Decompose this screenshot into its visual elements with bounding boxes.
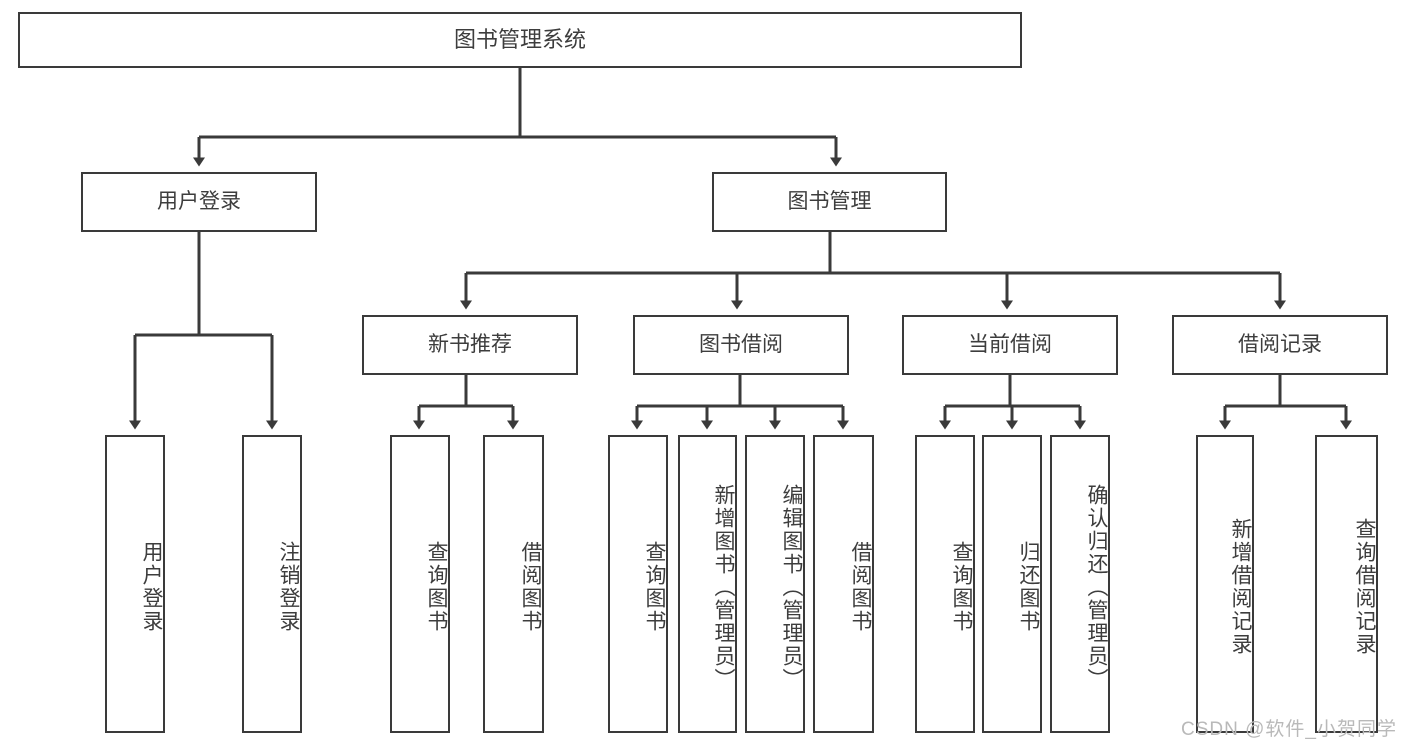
leaf-borrow-book-recommend[interactable]: 借阅图书: [483, 435, 544, 733]
leaf-borrow-book[interactable]: 借阅图书: [813, 435, 874, 733]
leaf-edit-book-admin[interactable]: 编辑图书（管理员）: [745, 435, 805, 733]
leaf-add-book-admin[interactable]: 新增图书（管理员）: [678, 435, 737, 733]
leaf-confirm-return-admin[interactable]: 确认归还（管理员）: [1050, 435, 1110, 733]
leaf-query-book-current[interactable]: 查询图书: [915, 435, 975, 733]
leaf-query-book-recommend[interactable]: 查询图书: [390, 435, 450, 733]
leaf-return-book[interactable]: 归还图书: [982, 435, 1042, 733]
leaf-query-borrow-record[interactable]: 查询借阅记录: [1315, 435, 1378, 733]
node-book-manage[interactable]: 图书管理: [712, 172, 947, 232]
node-root[interactable]: 图书管理系统: [18, 12, 1022, 68]
leaf-logout[interactable]: 注销登录: [242, 435, 302, 733]
leaf-query-book-borrow[interactable]: 查询图书: [608, 435, 668, 733]
node-current-borrow[interactable]: 当前借阅: [902, 315, 1118, 375]
node-new-book-recommend[interactable]: 新书推荐: [362, 315, 578, 375]
node-borrow-record[interactable]: 借阅记录: [1172, 315, 1388, 375]
leaf-add-borrow-record[interactable]: 新增借阅记录: [1196, 435, 1254, 733]
node-book-borrow[interactable]: 图书借阅: [633, 315, 849, 375]
leaf-user-login[interactable]: 用户登录: [105, 435, 165, 733]
node-user-login[interactable]: 用户登录: [81, 172, 317, 232]
